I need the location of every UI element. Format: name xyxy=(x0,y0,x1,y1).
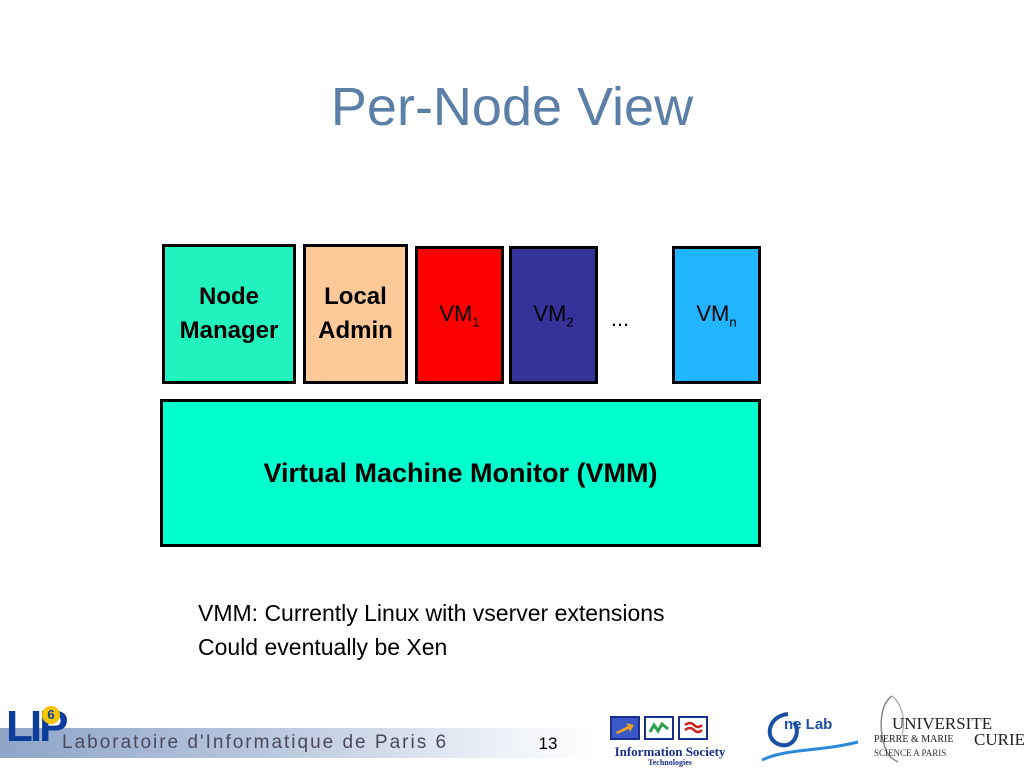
page-title: Per-Node View xyxy=(330,77,694,137)
ist-logo: Information Society Technologies xyxy=(590,716,750,767)
ist-subtitle: Technologies xyxy=(648,758,692,767)
lip6-logo: LIP 6 xyxy=(6,702,68,752)
vmn-label: VMn xyxy=(696,301,736,329)
page-number: 13 xyxy=(538,734,558,753)
vm1-subscript: 1 xyxy=(472,314,480,330)
vm1-box: VM1 xyxy=(415,246,504,384)
lab-name: Laboratoire d'Informatique de Paris 6 xyxy=(62,732,449,753)
onelab-swirl-icon xyxy=(761,712,859,762)
vmn-subscript: n xyxy=(729,314,737,330)
vm1-label: VM1 xyxy=(439,301,479,329)
onelab-logo: ne Lab xyxy=(758,708,866,764)
upmc-curie: CURIE xyxy=(974,730,1024,749)
ist-wave-icon xyxy=(644,716,674,740)
upmc-line2: PIERRE & MARIE xyxy=(874,734,954,745)
vm2-label: VM2 xyxy=(533,301,573,329)
vmn-base: VM xyxy=(696,300,730,326)
vm1-base: VM xyxy=(439,300,473,326)
upmc-logo: UNIVERSITE PIERRE & MARIE CURIE SCIENCE … xyxy=(868,690,1024,768)
vm-ellipsis: ... xyxy=(610,306,630,331)
lip6-logo-badge: 6 xyxy=(42,706,60,724)
node-manager-line1: Node xyxy=(198,283,259,310)
node-manager-box: Node Manager xyxy=(162,244,296,384)
notes: VMM: Currently Linux with vserver extens… xyxy=(198,596,665,664)
local-admin-line1: Local xyxy=(324,283,387,310)
node-manager-line2: Manager xyxy=(179,317,279,344)
vm2-box: VM2 xyxy=(509,246,598,384)
note-line-1: VMM: Currently Linux with vserver extens… xyxy=(198,600,665,626)
vm2-base: VM xyxy=(533,300,567,326)
ist-signal-icon xyxy=(678,716,708,740)
upmc-line3: SCIENCE A PARIS xyxy=(874,748,947,758)
local-admin-box: Local Admin xyxy=(303,244,408,384)
note-line-2: Could eventually be Xen xyxy=(198,634,448,660)
node-manager-label: Node Manager xyxy=(180,280,279,348)
vmm-box: Virtual Machine Monitor (VMM) xyxy=(160,399,761,547)
footer-band xyxy=(0,728,600,758)
vm2-subscript: 2 xyxy=(566,314,574,330)
ist-arrow-icon xyxy=(610,716,640,740)
ist-tiles xyxy=(610,716,708,742)
local-admin-label: Local Admin xyxy=(318,280,393,348)
onelab-text: ne Lab xyxy=(784,716,833,733)
vmm-label: Virtual Machine Monitor (VMM) xyxy=(263,458,658,488)
upmc-line1: UNIVERSITE xyxy=(892,714,993,733)
ist-title: Information Society xyxy=(614,744,726,759)
upmc-emblem-icon xyxy=(880,695,905,763)
local-admin-line2: Admin xyxy=(318,317,393,344)
vmn-box: VMn xyxy=(672,246,761,384)
